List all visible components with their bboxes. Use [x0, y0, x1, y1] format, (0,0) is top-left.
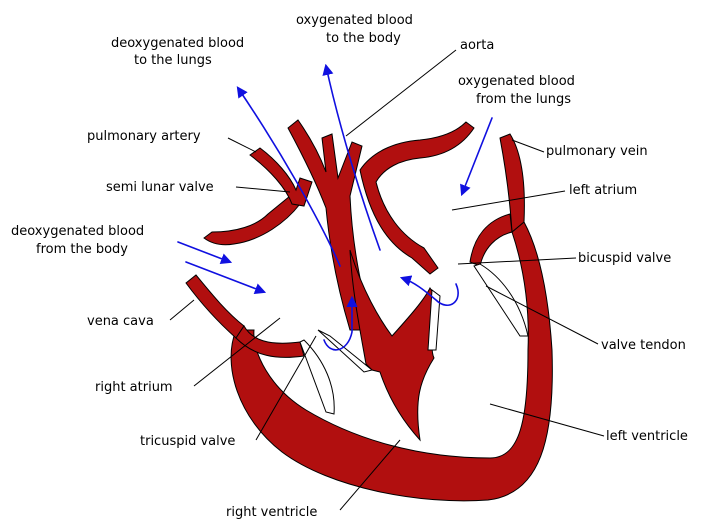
right-atrium-wall-upper [204, 196, 300, 245]
label-oxy-from-lungs-line2: from the lungs [476, 92, 571, 107]
label-semi-lunar-valve: semi lunar valve [106, 180, 214, 195]
label-left-ventricle: left ventricle [606, 429, 688, 444]
label-deoxy-from-body-line1: deoxygenated blood [11, 224, 144, 239]
heart-anatomy [186, 120, 552, 501]
label-bicuspid-valve: bicuspid valve [578, 251, 671, 266]
label-oxy-from-lungs-line1: oxygenated blood [458, 74, 575, 89]
label-pulmonary-artery: pulmonary artery [87, 129, 201, 144]
label-right-atrium: right atrium [95, 380, 173, 395]
tricuspid-cusp [300, 340, 334, 414]
label-oxy-to-body-line2: to the body [326, 31, 401, 46]
label-deoxy-to-lungs-line1: deoxygenated blood [111, 36, 244, 51]
label-vena-cava: vena cava [87, 314, 154, 329]
leader-vena-cava [170, 300, 194, 320]
label-oxy-to-body-line1: oxygenated blood [296, 13, 413, 28]
left-atrium-wall [470, 214, 512, 266]
leader-semi-lunar-valve [236, 187, 290, 192]
label-aorta: aorta [460, 38, 494, 53]
leader-aorta [346, 50, 456, 136]
leader-pulmonary-artery [228, 138, 256, 152]
label-valve-tendon: valve tendon [601, 338, 686, 353]
label-tricuspid-valve: tricuspid valve [140, 434, 235, 449]
label-deoxy-from-body-line2: from the body [36, 242, 128, 257]
label-deoxy-to-lungs-line2: to the lungs [134, 53, 212, 68]
aorta-arch-right [360, 122, 474, 274]
vena-cava-wall [186, 275, 244, 338]
bicuspid-cusp [474, 264, 528, 336]
label-right-ventricle: right ventricle [226, 505, 317, 520]
label-left-atrium: left atrium [569, 183, 637, 198]
label-pulmonary-vein: pulmonary vein [546, 144, 648, 159]
septum [350, 250, 438, 440]
